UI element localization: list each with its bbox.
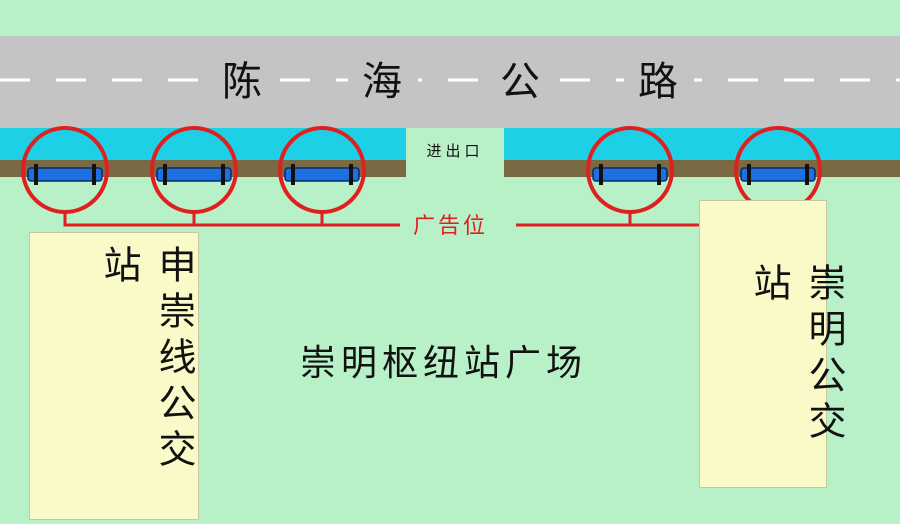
ad-position-circle — [150, 126, 238, 214]
bus-stop-name: 申崇线公交站 — [97, 245, 196, 475]
ad-position-label: 广告位 — [413, 214, 489, 239]
entrance-label: 进出口 — [426, 142, 484, 160]
ad-position-circle — [21, 126, 109, 214]
road — [0, 36, 900, 128]
road-name-char: 路 — [624, 56, 694, 108]
bus-stop-panel-right: 崇明公交站 — [699, 200, 846, 488]
bus-stop-panel-left: 申崇线公交站 — [29, 232, 199, 520]
soil-right — [504, 160, 900, 177]
ad-position-circle — [278, 126, 366, 214]
road-name-char: 陈 — [208, 56, 278, 108]
bench-icon — [592, 164, 668, 185]
bench-icon — [156, 164, 232, 185]
ad-position-circle — [586, 126, 674, 214]
bench-icon — [740, 164, 816, 185]
road-name-char: 海 — [348, 56, 418, 108]
bench-icon — [27, 164, 103, 185]
entrance-gap — [406, 128, 504, 177]
ad-connector-left — [63, 213, 400, 227]
bus-stop-name: 崇明公交站 — [747, 263, 846, 447]
sidewalk-right — [504, 128, 900, 160]
road-name-char: 公 — [486, 56, 556, 108]
plaza-label: 崇明枢纽站广场 — [300, 343, 588, 384]
bench-icon — [284, 164, 360, 185]
